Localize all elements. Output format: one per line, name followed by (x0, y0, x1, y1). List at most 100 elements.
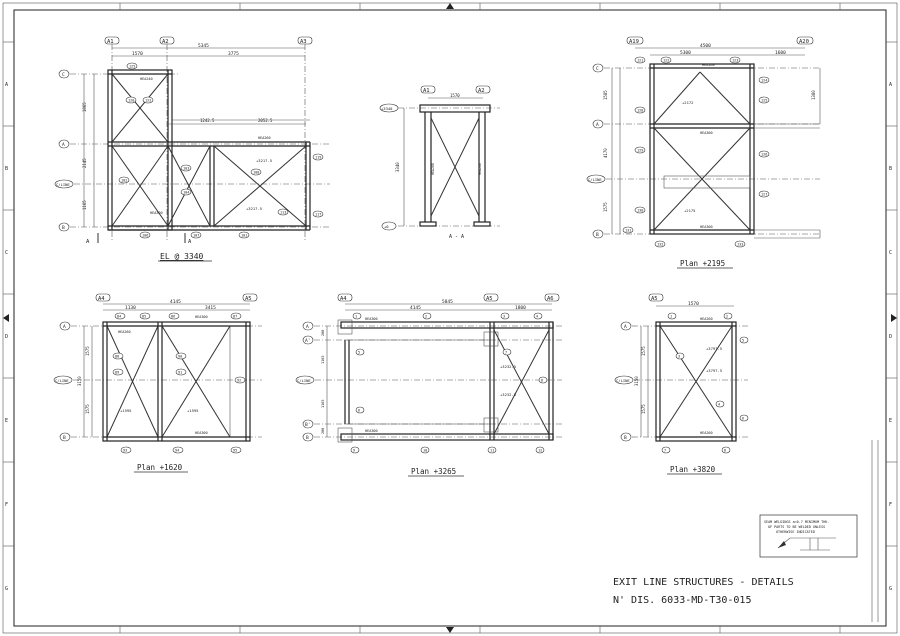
member-tag: 7 (505, 351, 507, 355)
dimension: 4170 (603, 148, 608, 158)
dimension: 1865 (82, 102, 87, 112)
profile-label: HEA300 (365, 317, 378, 321)
border-letter: C (5, 250, 8, 256)
axis-label: B (596, 232, 599, 238)
axis-label: A (62, 142, 65, 148)
plan-3820-view: A5 1570 A C/LINE B 3150 1575 1575 HEA260… (614, 293, 749, 475)
dimension: 1575 (85, 404, 90, 414)
centering-mark-left (3, 314, 9, 322)
dimension: 200 (321, 330, 325, 336)
dimension: 4500 (700, 43, 711, 49)
profile-label: HEA300 (700, 225, 713, 229)
level-label: +2172 (682, 100, 693, 105)
centering-mark-bottom (446, 627, 454, 633)
dimension: 1380 (811, 90, 816, 100)
member-tag: 127 (761, 193, 767, 197)
axis-label: A4 (98, 296, 105, 302)
elevation-view: A1 A2 A3 5345 1570 3775 C A C/LINE B 186… (54, 36, 330, 262)
member-tag: 117 (315, 213, 321, 217)
border-letter: B (889, 166, 892, 172)
axis-label: C (596, 66, 599, 72)
member-tag: 104 (183, 191, 189, 195)
level-label: +1595 (187, 408, 198, 413)
member-tag: 4 (536, 315, 538, 319)
member-tag: 113 (280, 211, 286, 215)
member-tag: 129 (637, 149, 643, 153)
member-tag: 121 (637, 59, 643, 63)
dimension: 4145 (410, 305, 421, 311)
member-tag: 8 (541, 379, 543, 383)
axis-label: A5 (486, 296, 493, 302)
axis-label: A (596, 122, 599, 128)
member-tag: 1 (355, 315, 357, 319)
member-tag: 92 (237, 379, 241, 383)
level-label: +1595 (120, 408, 131, 413)
axis-label: B (63, 435, 66, 441)
dimension: 5845 (442, 299, 453, 305)
drawing-title: EXIT LINE STRUCTURES - DETAILS (613, 577, 794, 588)
profile-label: HEA260 (478, 163, 482, 175)
member-tag: 103 (183, 167, 189, 171)
axis-label: A (306, 324, 309, 330)
axis-label: A5 (651, 296, 658, 302)
member-tag: 86 (171, 315, 175, 319)
axis-label: A20 (799, 39, 809, 45)
axis-label: C/LINE (56, 182, 70, 187)
border-ticks (3, 3, 897, 633)
member-tag: 11 (490, 449, 494, 453)
profile-label: HEA260 (431, 163, 435, 175)
axis-label: B (624, 435, 627, 441)
member-tag: 91 (178, 371, 182, 375)
section-mark: A (188, 239, 192, 245)
member-tag: 93 (123, 449, 127, 453)
member-tag: 2 (425, 315, 427, 319)
centering-mark-top (446, 3, 454, 9)
member-tag: 130 (637, 209, 643, 213)
member-tag: 101 (241, 234, 247, 238)
member-tag: 2 (726, 315, 728, 319)
member-tag: 108 (253, 171, 259, 175)
member-tag: 106 (142, 234, 148, 238)
section-mark: A (86, 239, 90, 245)
border-letter: D (5, 334, 8, 340)
member-tag: 1 (670, 315, 672, 319)
member-tag: 123 (732, 59, 738, 63)
dimension: 3775 (228, 51, 239, 57)
dimension: 200 (321, 428, 325, 434)
dimension: 1570 (450, 93, 460, 98)
border-letter: G (5, 586, 8, 592)
dimension: 1165 (321, 400, 325, 408)
dimension: 1165 (82, 200, 87, 210)
border-letter: G (889, 586, 892, 592)
dimension: 5300 (680, 50, 691, 56)
dimension: 5345 (198, 43, 209, 49)
dimension: 1575 (85, 346, 90, 356)
profile-label: HEA260 (118, 330, 131, 334)
level-label: +3217.5 (256, 158, 272, 163)
member-tag: 133 (737, 243, 743, 247)
axis-label: A19 (629, 39, 639, 45)
axis-label: B (62, 225, 65, 231)
dimension: 3340 (395, 162, 400, 172)
axis-label: A2 (162, 39, 169, 45)
plan-1620-view: A4 A5 4145 1130 3415 A C/LINE B 3150 157… (53, 293, 262, 473)
axis-label: A' (305, 338, 310, 344)
level-label: +3232.5 (500, 364, 516, 369)
member-tag: 90 (178, 355, 182, 359)
profile-label: HEA240 (140, 77, 153, 81)
border-letter: C (889, 250, 892, 256)
weld-note-line: SEAM WELDINGS a=0.7 MINIMUM THK. (764, 520, 829, 524)
member-tag: 5 (742, 339, 744, 343)
member-tag: 84 (117, 315, 121, 319)
dimension: 1242.5 (200, 118, 215, 123)
axis-label: B' (305, 422, 310, 428)
member-tag: 5 (358, 351, 360, 355)
weld-note-line: OTHERWISE INDICATED (776, 530, 815, 534)
level-label: +2175 (684, 208, 695, 213)
border-letter: E (889, 418, 892, 424)
border-letter: F (5, 502, 8, 508)
dimension: 1800 (515, 305, 526, 311)
weld-arrow-icon (778, 541, 786, 548)
axis-label: B (306, 435, 309, 441)
